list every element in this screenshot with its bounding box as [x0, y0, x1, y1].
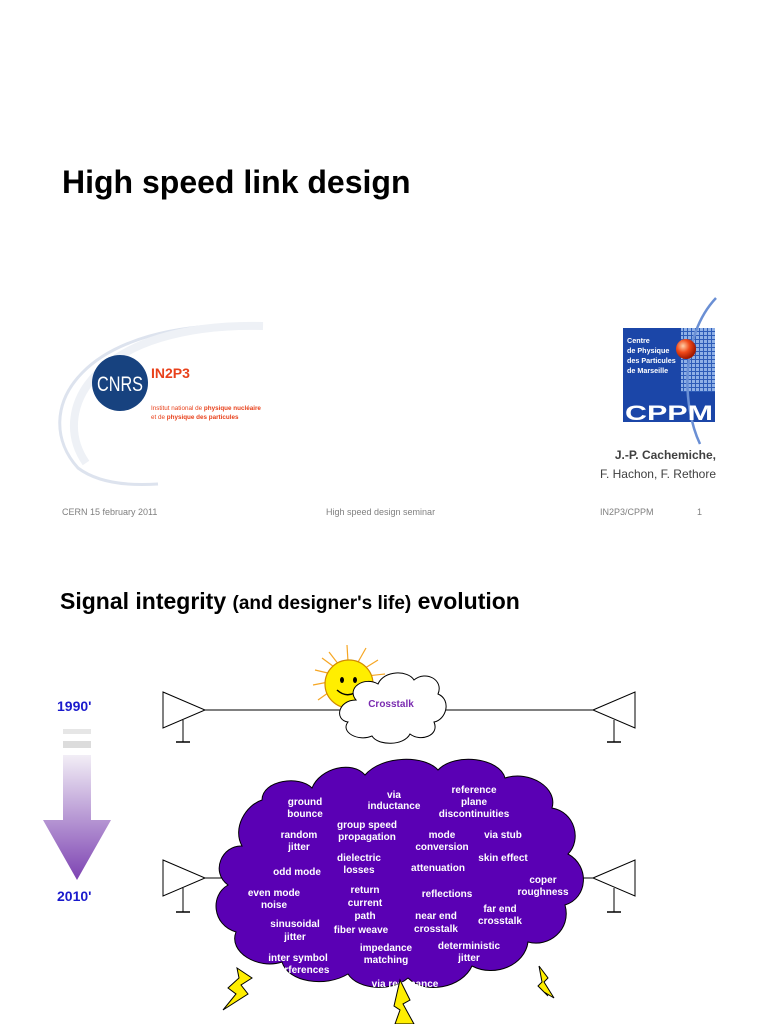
lightning-bolts: [222, 965, 555, 1024]
slide-title-2: Signal integrity (and designer's life) e…: [60, 588, 520, 615]
lightning-icon-left: [222, 966, 253, 1011]
cnrs-line1: Institut national de physique nucléaire: [151, 405, 261, 412]
term-via-stub: via stub: [484, 830, 522, 841]
cnrs-wordmark: CNRS: [97, 373, 143, 396]
cnrs-badge: [92, 355, 148, 411]
year-end: 2010': [57, 888, 92, 904]
footer-center: High speed design seminar: [326, 507, 436, 517]
crosstalk-cloud: Crosstalk: [339, 672, 447, 744]
term-odd-mode: odd mode: [273, 867, 321, 878]
year-start: 1990': [57, 698, 92, 714]
cppm-line-3: des Particules: [627, 356, 676, 365]
cppm-line-1: Centre: [627, 336, 650, 345]
author-line-2: F. Hachon, F. Rethore: [599, 467, 716, 481]
term-fiber-weave: fiber weave: [334, 925, 389, 936]
receiver-icon-1990: [591, 691, 636, 729]
crosstalk-label: Crosstalk: [368, 699, 414, 710]
evolution-arrow: [43, 729, 111, 880]
cnrs-line2: et de physique des particules: [151, 414, 239, 421]
lightning-icon-right: [537, 965, 555, 999]
cppm-logo: Centre de Physique des Particules de Mar…: [623, 297, 717, 445]
cnrs-in2p3-logo: CNRS IN2P3 Institut national de physique…: [58, 321, 264, 487]
cppm-line-4: de Marseille: [627, 366, 668, 375]
footer-page-number: 1: [697, 507, 703, 517]
receiver-icon-2010: [591, 859, 636, 897]
footer-left: CERN 15 february 2011: [62, 507, 158, 517]
title-end: evolution: [411, 588, 520, 614]
simple-link-1990: [162, 691, 636, 743]
term-reflections: reflections: [422, 889, 473, 900]
in2p3-brand: IN2P3: [151, 365, 190, 381]
authors: J.-P. Cachemiche, F. Hachon, F. Rethore: [600, 446, 716, 484]
author-line-1: J.-P. Cachemiche,: [614, 448, 716, 462]
cppm-acronym: CPPM: [625, 402, 713, 425]
storm-cloud: [215, 758, 584, 988]
term-skin-effect: skin effect: [478, 853, 528, 864]
driver-icon-2010: [162, 859, 207, 897]
cppm-ball-icon: [676, 339, 696, 359]
cppm-line-2: de Physique: [627, 346, 669, 355]
lightning-icon-center: [393, 978, 415, 1024]
title-sub: (and designer's life): [232, 593, 412, 614]
driver-icon-1990: [162, 691, 207, 729]
title-main: Signal integrity: [60, 588, 233, 614]
slide-title: High speed link design: [62, 164, 411, 200]
footer-right: IN2P3/CPPM: [600, 507, 654, 517]
term-attenuation: attenuation: [411, 863, 465, 874]
term-via-resonance: via resonance: [372, 979, 439, 990]
